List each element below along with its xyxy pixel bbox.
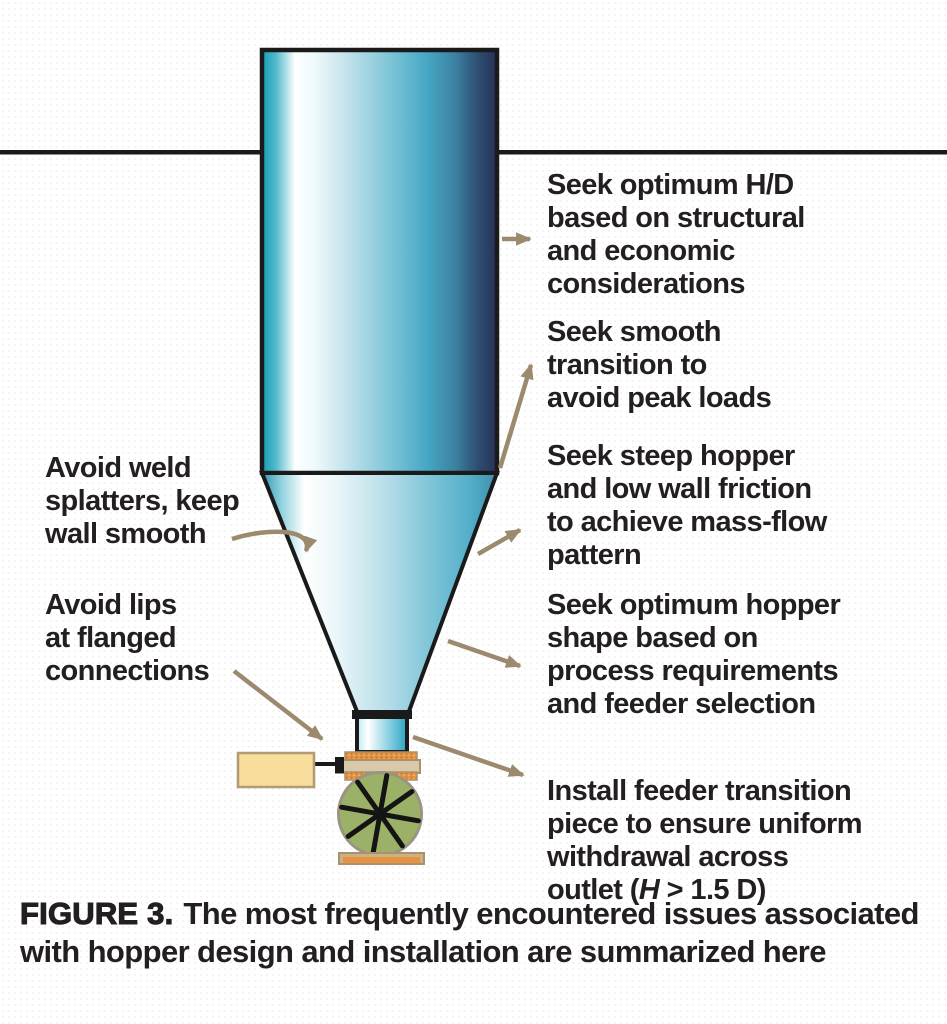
motor-box <box>236 751 316 789</box>
figure-caption: FIGURE 3.The most frequently encountered… <box>19 895 922 971</box>
annotation-steep-hopper: Seek steep hopper and low wall friction … <box>547 440 827 571</box>
figure-caption-text: The most frequently encountered issues a… <box>20 896 919 969</box>
annotation-flanged-lips: Avoid lips at flanged connections <box>45 589 210 687</box>
arrow-feeder-transition <box>412 734 525 778</box>
annotation-hopper-shape: Seek optimum hopper shape based on proce… <box>547 589 841 720</box>
rotary-valve-spokes <box>339 773 421 855</box>
arrow-hopper-shape <box>447 638 522 669</box>
hopper-schematic <box>0 47 947 865</box>
annotation-optimum-hd: Seek optimum H/D based on structural and… <box>547 169 805 300</box>
annotation-feeder-transition-lines: Install feeder transition piece to ensur… <box>547 775 863 873</box>
outlet-prefix: outlet ( <box>547 874 639 906</box>
callout-arrows <box>231 232 534 778</box>
arrow-flanged-lips <box>232 669 324 741</box>
outlet-lip-bar <box>352 710 412 719</box>
outlet-neck <box>355 712 409 754</box>
arrow-smooth-transition <box>497 363 534 469</box>
outlet-suffix: > 1.5 D) <box>659 874 767 906</box>
arrow-steep-hopper <box>476 528 522 556</box>
base-mount-stripe <box>343 857 420 863</box>
annotation-smooth-transition: Seek smooth transition to avoid peak loa… <box>547 316 772 414</box>
hopper-cylinder <box>259 47 500 476</box>
annotation-feeder-outlet-line: outlet (H > 1.5 D) <box>547 874 766 906</box>
figure-caption-label: FIGURE 3. <box>19 895 174 931</box>
outlet-variable-h: H <box>638 874 660 906</box>
annotation-feeder-transition: Install feeder transition piece to ensur… <box>547 742 927 907</box>
annotation-weld-splatters: Avoid weld splatters, keep wall smooth <box>45 452 240 550</box>
arrow-weld-splatters <box>231 529 318 553</box>
